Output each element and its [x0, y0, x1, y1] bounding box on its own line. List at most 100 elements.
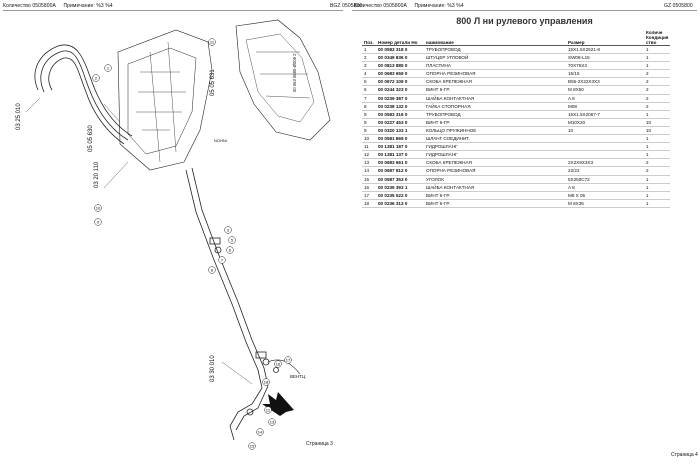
callout-label-3: 03 20 110: [94, 161, 100, 188]
cell-name: ВИНТ 6-ГР.: [426, 119, 450, 125]
part-badge: 14: [256, 428, 264, 436]
cell-qty: 2: [646, 103, 649, 109]
right-note: Примечание: %3 %4: [414, 3, 464, 9]
part-badge: 11: [208, 38, 216, 46]
page-number-left: Страница 3: [306, 441, 333, 447]
cell-qty: 1: [646, 63, 649, 69]
cell-pos: 9: [364, 119, 367, 125]
col-number: Номер детали Но: [378, 40, 418, 45]
frame-outline: [117, 29, 213, 171]
right-qty-label: Количество 0505800A: [354, 3, 407, 9]
cell-size: B55-2X22X3X3: [568, 79, 600, 85]
cell-number: 00 1381 187 0: [378, 144, 408, 150]
hose-upper-left-b: [40, 50, 129, 141]
part-badge: 15: [248, 442, 256, 450]
part-badge: 8: [208, 266, 216, 274]
part-badge-label: 13: [270, 419, 275, 424]
parts-table: Поз. Номер детали Но наимование Размер К…: [362, 30, 671, 208]
cell-pos: 2: [364, 55, 367, 61]
cell-qty: 2: [646, 71, 649, 77]
cell-name: ШАЙБА КОНТАКТНАЯ: [426, 184, 475, 190]
cell-pos: 6: [364, 87, 367, 93]
cell-pos: 11: [364, 144, 369, 150]
cell-number: 00 0583 316 0: [378, 111, 408, 117]
cell-name: ГАЙКА СТОПОРНАЯ: [426, 103, 471, 109]
cell-qty: 1: [646, 111, 649, 117]
part-badge: 3: [224, 226, 232, 234]
cell-name: ВИНТ 6-ГР.: [426, 192, 450, 198]
cell-pos: 9: [364, 127, 367, 133]
cell-size: [566, 135, 644, 143]
cell-size: [566, 143, 644, 151]
cell-size: M 8X50: [568, 87, 584, 93]
cell-number: 00 0583 318 0: [378, 47, 408, 52]
cell-qty: 1: [646, 144, 649, 150]
cell-pos: 1: [364, 47, 367, 52]
cell-pos: 15: [364, 176, 370, 182]
cell-name: ШЛАНГ СОЕДИНИТ.: [426, 136, 470, 142]
hose-lower-right: [267, 359, 301, 375]
cell-size: A 8: [568, 184, 575, 190]
cell-pos: 9: [364, 111, 367, 117]
cell-size: 15X1.5X2521-8: [568, 47, 600, 52]
page-number-right: Страница 4: [671, 452, 698, 458]
part-badge: 17: [284, 356, 292, 364]
gearbox-outline: [235, 19, 331, 141]
cell-name: ШАЙБА КОНТАКТНАЯ: [426, 95, 475, 101]
cell-pos: 18: [364, 200, 370, 206]
part-badge: 5: [228, 236, 236, 244]
part-badge-label: 17: [286, 357, 291, 362]
right-page-header: Количество 0505800A Примечание: %3 %4: [354, 3, 470, 9]
left-page-code: BGZ 0505800: [330, 3, 363, 9]
cell-size: SW08-L15: [568, 55, 590, 61]
part-badge-label: 8: [211, 267, 214, 272]
part-badge-label: 16: [276, 361, 281, 366]
cell-qty: 1: [646, 200, 649, 206]
cell-number: 00 0239 393 1: [378, 184, 408, 190]
part-badge: 13: [268, 418, 276, 426]
cell-pos: 7: [364, 95, 367, 101]
cell-number: 00 0813 885 0: [378, 63, 408, 69]
cell-qty: 2: [646, 160, 649, 166]
cell-qty: 10: [646, 127, 652, 133]
cell-number: 00 0238 132 0: [378, 103, 408, 109]
cell-number: 00 0239 387 0: [378, 95, 408, 101]
cell-name: ОПОРНА РЕЗИНОВАЯ: [426, 71, 476, 77]
left-note: Примечание: %3 %4: [63, 3, 113, 9]
cell-size: 22/22: [568, 168, 580, 174]
part-badge-label: 14: [258, 429, 263, 434]
cell-pos: 10: [364, 136, 370, 142]
left-qty-label: Количество 0505800A: [3, 3, 56, 9]
cell-pos: 8: [364, 103, 367, 109]
cell-pos: 3: [364, 63, 367, 69]
cell-size: M 8X35: [568, 200, 584, 206]
part-badge: 10: [94, 204, 102, 212]
col-pos: Поз.: [364, 40, 374, 45]
cell-pos: 5: [364, 79, 367, 85]
cell-number: 00 1381 137 0: [378, 152, 408, 158]
part-badge-label: 7: [221, 257, 224, 262]
cell-size: 70X75X3: [568, 63, 587, 69]
arrow-indicator: [262, 392, 294, 416]
cell-qty: 1: [646, 176, 649, 182]
cell-pos: 14: [364, 168, 370, 174]
cell-pos: 13: [364, 160, 370, 166]
part-badge-label: 2: [95, 75, 98, 80]
cell-name: ВИНТ 6-ГР.: [426, 200, 450, 206]
cell-pos: 16: [364, 184, 370, 190]
col-qty: Количе Кондиция ство: [646, 30, 669, 45]
cell-number: 00 0235 522 0: [378, 192, 408, 198]
vertical-note: 00 063 0680-Ø008 2: [292, 53, 297, 92]
part-badge-label: 5: [231, 237, 234, 242]
table-header-row: Поз. Номер детали Но наимование Размер К…: [362, 30, 671, 46]
